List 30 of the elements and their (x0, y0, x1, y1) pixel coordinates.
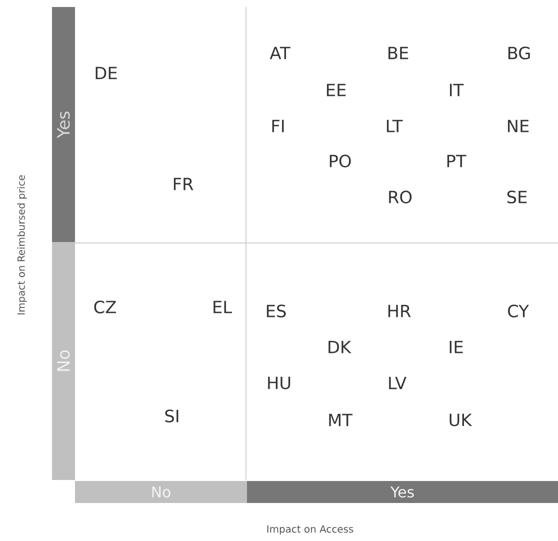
country-code: HU (268, 376, 290, 390)
country-code: HR (388, 304, 411, 318)
country-code: UK (450, 414, 472, 426)
country-code: NE (508, 120, 529, 132)
axis-bar: Yes (247, 481, 558, 503)
country-code: EL (214, 300, 232, 314)
country-code: PO (330, 154, 351, 168)
country-code: DE (96, 66, 117, 80)
country-code: PT (447, 154, 466, 168)
axis-title: Impact on Reimbursed price (17, 175, 27, 314)
country-code: EE (326, 84, 346, 96)
country-code: SI (165, 410, 178, 422)
country-code: AT (270, 46, 290, 60)
country-code: CY (508, 304, 529, 318)
country-code: FR (174, 178, 194, 190)
country-code: LT (386, 120, 403, 132)
country-code: BG (508, 46, 530, 60)
country-code: SE (507, 190, 527, 204)
country-code: IT (450, 84, 464, 96)
country-code: MT (329, 414, 353, 426)
country-code: IE (450, 340, 463, 354)
axis-title: Impact on Access (267, 525, 354, 535)
axis-bar: Yes (52, 7, 75, 242)
country-code: DK (328, 340, 352, 354)
country-code: FI (272, 120, 284, 132)
country-code: LV (389, 376, 406, 390)
country-code: CZ (94, 300, 116, 314)
country-code: ES (266, 304, 286, 318)
country-code: RO (389, 190, 412, 204)
country-code: BE (388, 46, 408, 60)
